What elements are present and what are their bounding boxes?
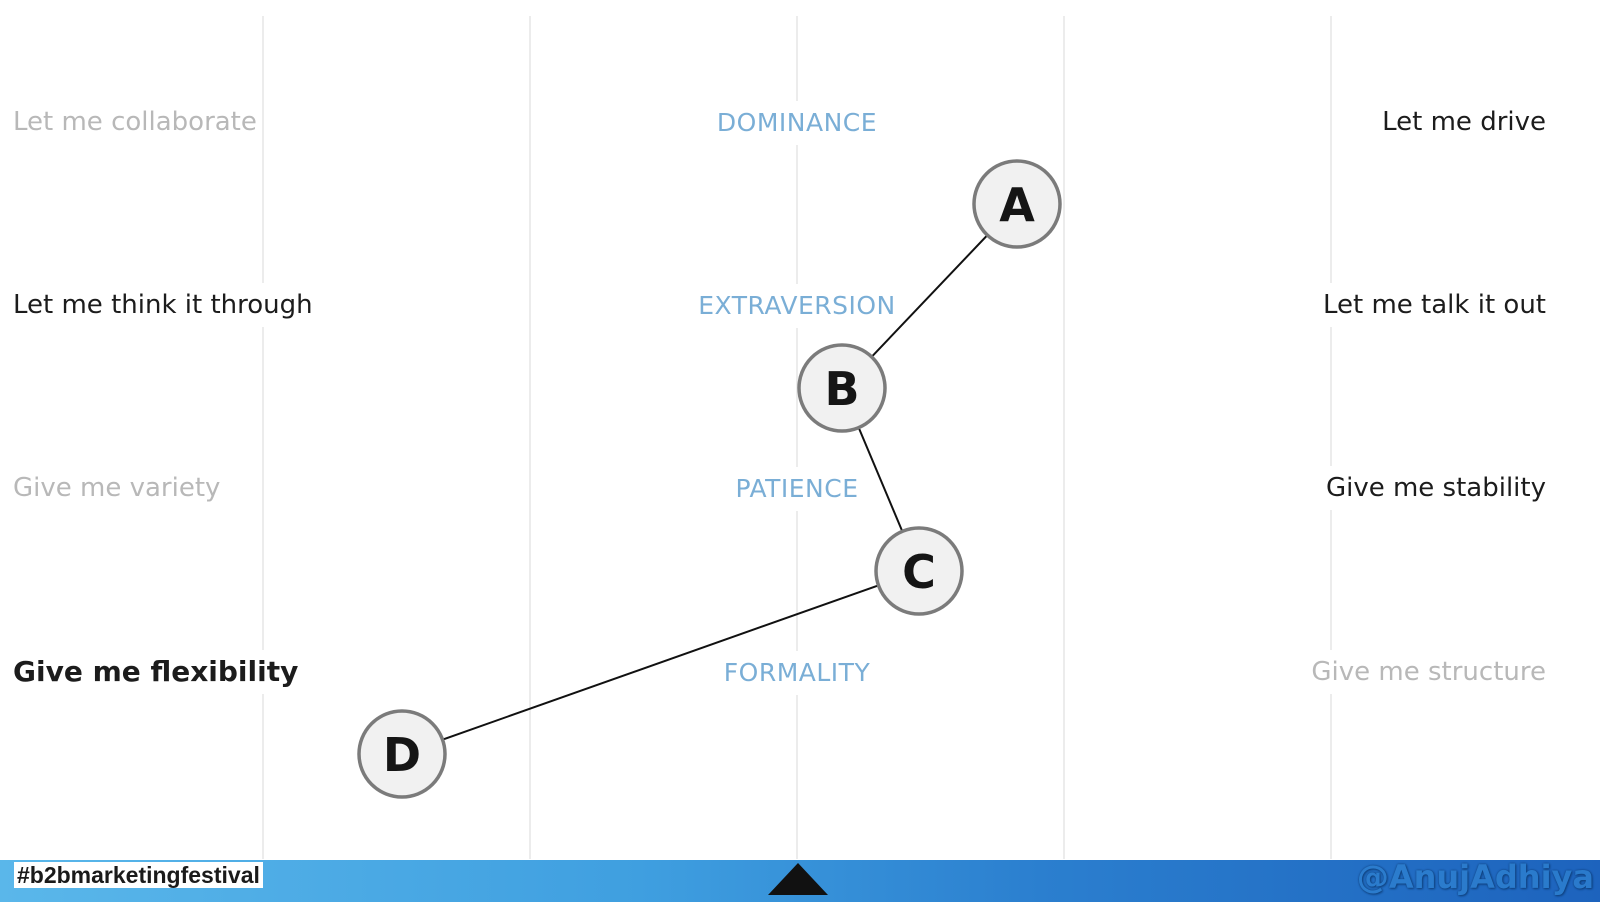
- node-a-circle: [972, 159, 1062, 249]
- grid-line: [1063, 16, 1065, 859]
- node-c: C: [874, 526, 964, 616]
- grid-line: [529, 16, 531, 859]
- node-d: D: [357, 709, 447, 799]
- left-label-variety: Give me variety: [13, 466, 221, 510]
- node-a-label: A: [999, 178, 1035, 232]
- grid-line: [262, 16, 264, 859]
- node-b: B: [797, 343, 887, 433]
- node-c-label: C: [902, 545, 936, 599]
- triangle-pointer-icon: [768, 863, 828, 895]
- node-b-label: B: [824, 362, 859, 416]
- right-label-drive: Let me drive: [1382, 100, 1546, 144]
- center-label-extraversion: EXTRAVERSION: [688, 284, 906, 328]
- right-label-talk-it-out: Let me talk it out: [1322, 283, 1546, 327]
- center-label-dominance: DOMINANCE: [706, 101, 888, 145]
- left-label-think-it-through: Let me think it through: [13, 283, 313, 327]
- center-label-formality: FORMALITY: [713, 651, 881, 695]
- center-label-patience: PATIENCE: [725, 467, 869, 511]
- node-d-label: D: [383, 728, 421, 782]
- grid-line: [796, 16, 798, 859]
- node-d-circle: [357, 709, 447, 799]
- connector-c-d: [401, 570, 920, 755]
- node-b-circle: [797, 343, 887, 433]
- speaker-handle: @AnujAdhiya: [1356, 858, 1594, 896]
- node-a: A: [972, 159, 1062, 249]
- left-label-flexibility: Give me flexibility: [13, 650, 299, 694]
- left-label-collaborate: Let me collaborate: [13, 100, 257, 144]
- right-label-stability: Give me stability: [1325, 466, 1546, 510]
- right-label-structure: Give me structure: [1311, 650, 1546, 694]
- grid-line: [1330, 16, 1332, 859]
- node-c-circle: [874, 526, 964, 616]
- event-hashtag: #b2bmarketingfestival: [14, 862, 263, 888]
